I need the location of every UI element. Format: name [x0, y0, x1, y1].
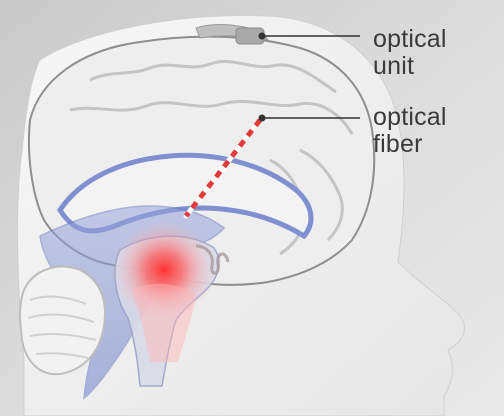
optical-unit-label-line2: unit — [373, 53, 447, 80]
optical-fiber-label: optical fiber — [373, 104, 447, 158]
optical-fiber-label-line2: fiber — [373, 131, 447, 158]
optical-unit-label-line1: optical — [373, 26, 447, 53]
optical-fiber-label-line1: optical — [373, 104, 447, 131]
optical-unit-label: optical unit — [373, 26, 447, 80]
